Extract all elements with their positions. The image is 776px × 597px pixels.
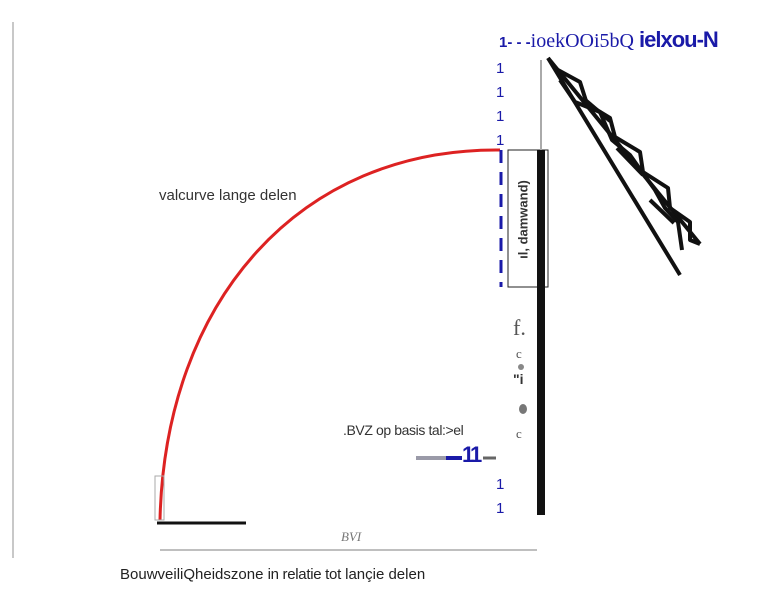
wall-outline	[507, 149, 549, 288]
right-dot-small	[518, 364, 524, 370]
left-mark-3: 1	[496, 108, 505, 125]
left-mark-2: 1	[496, 84, 505, 101]
bvz-value: 11	[462, 442, 482, 467]
caption-part-3: lançie delen	[345, 566, 426, 583]
caption-part-1: BouwveiliQheidszone	[120, 566, 264, 583]
top-label-text: ioekOOi5bQ	[530, 30, 639, 52]
side-char-f: f.	[513, 315, 526, 340]
left-mark-1: 1	[496, 60, 505, 77]
top-label: 1- - -ioekOOi5bQ ielxou-N	[499, 25, 719, 55]
side-char-c1: c	[516, 346, 522, 361]
bottom-mark-2: 1	[496, 500, 505, 517]
side-char-c2: c	[516, 426, 522, 441]
left-mark-4: 1	[496, 132, 505, 149]
fall-curve	[158, 148, 501, 521]
bvz-label: .BVZ op basis tal:>el	[343, 422, 464, 438]
caption-part-2: in relatie tot	[267, 566, 342, 583]
curve-base-box	[154, 475, 165, 521]
top-label-prefix: 1- - -	[499, 34, 531, 51]
axis-label: BVI	[341, 529, 362, 544]
curve-label: valcurve lange delen	[159, 187, 297, 204]
side-char-i: "i	[513, 371, 524, 387]
wall-label: ıl, damwand)	[515, 180, 531, 259]
bottom-mark-1: 1	[496, 476, 505, 493]
right-dot	[519, 404, 527, 414]
figure-caption: BouwveiliQheidszone in relatie tot lançi…	[120, 566, 425, 583]
crane-boom	[546, 56, 702, 277]
top-label-bold: ielxou-N	[639, 27, 719, 52]
